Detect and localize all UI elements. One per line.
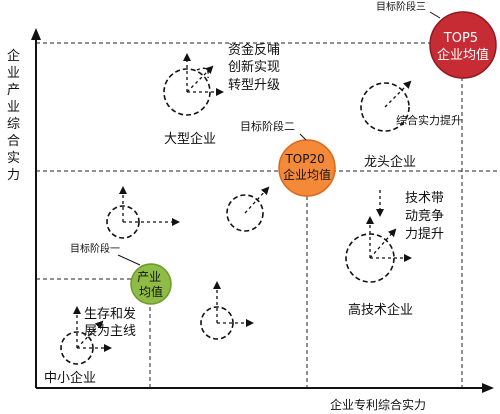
svg-text:TOP5 企业均值: TOP5 企业均值 bbox=[437, 31, 489, 63]
leader-enterprise-note: 综合实力提升 bbox=[396, 113, 462, 127]
small-enterprise-circle-1 bbox=[60, 331, 94, 365]
milestone-stage1: 产业 均值 目标阶段一 bbox=[70, 242, 172, 305]
y-axis-label: 企 业 产 业 综 合 实 力 bbox=[7, 48, 24, 183]
large-enterprise-note: 资金反哺 创新实现 转型升级 bbox=[228, 42, 284, 93]
hightech-enterprise-note: 技术带 动竞争 力提升 bbox=[405, 191, 448, 242]
mid-enterprise-circle-1 bbox=[226, 194, 264, 232]
mid-enterprise-circle-2 bbox=[200, 306, 234, 340]
enterprise-circles bbox=[60, 68, 410, 365]
hightech-enterprise-label: 高技术企业 bbox=[348, 302, 413, 318]
milestone-stage2: TOP20 企业均值 目标阶段二 bbox=[240, 119, 336, 197]
small-enterprise-circle-2 bbox=[106, 205, 140, 239]
x-axis-label: 企业专利综合实力 bbox=[330, 397, 426, 412]
large-enterprise-label: 大型企业 bbox=[164, 131, 216, 147]
svg-text:产业 均值: 产业 均值 bbox=[137, 270, 165, 299]
milestone-stage3: TOP5 企业均值 目标阶段三 bbox=[376, 0, 497, 79]
reference-lines bbox=[36, 42, 500, 388]
small-enterprise-note: 生存和发 展为主线 bbox=[84, 306, 140, 339]
small-enterprise-label: 中小企业 bbox=[44, 370, 96, 386]
growth-arrows bbox=[73, 53, 412, 352]
stage2-tag: 目标阶段二 bbox=[240, 119, 295, 133]
leader-enterprise-circle bbox=[360, 82, 410, 132]
stage1-tag: 目标阶段一 bbox=[70, 242, 120, 255]
svg-text:TOP20 企业均值: TOP20 企业均值 bbox=[283, 152, 331, 182]
large-enterprise-circle bbox=[163, 68, 211, 116]
stage3-tag: 目标阶段三 bbox=[376, 0, 426, 13]
leader-enterprise-label: 龙头企业 bbox=[364, 154, 416, 170]
